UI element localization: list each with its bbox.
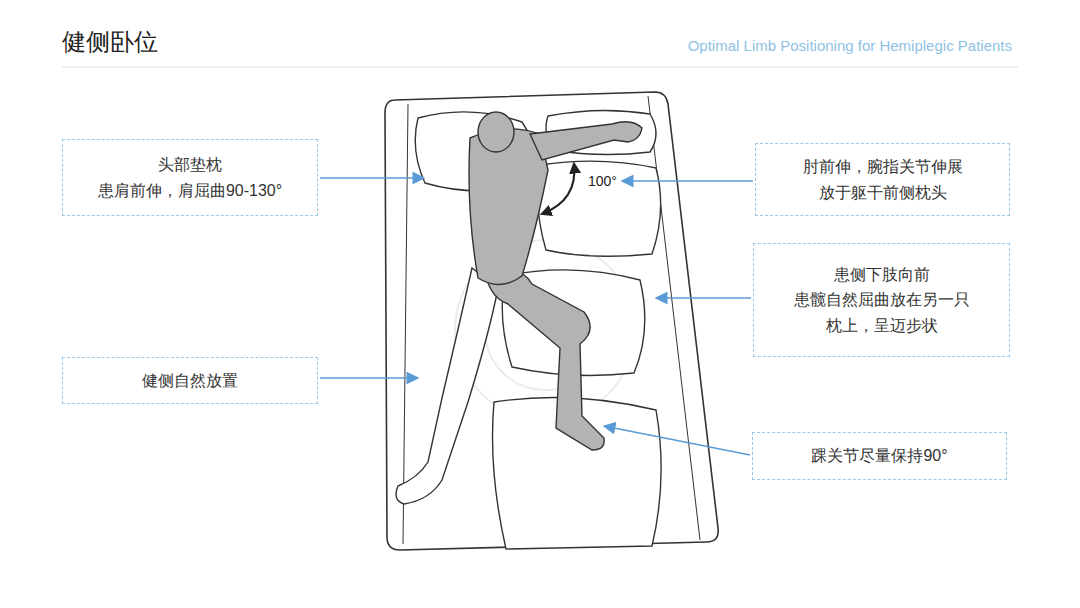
angle-arc (542, 164, 574, 214)
callout-box: 踝关节尽量保持90° (752, 432, 1007, 480)
leader-arrow (320, 377, 418, 379)
torso (469, 129, 548, 285)
leader-arrow (656, 297, 751, 299)
affected-arm (530, 122, 642, 160)
callout-text: 肘前伸，腕指关节伸展 放于躯干前侧枕头 (803, 154, 963, 205)
leader-arrow (604, 426, 750, 455)
callout-box: 患侧下肢向前 患髋自然屈曲放在另一只 枕上，呈迈步状 (753, 243, 1010, 357)
mattress-edge (403, 104, 408, 544)
callout-text: 头部垫枕 患肩前伸，肩屈曲90-130° (98, 152, 282, 203)
page-title: 健侧卧位 (62, 26, 158, 58)
callout-box: 头部垫枕 患肩前伸，肩屈曲90-130° (62, 139, 318, 216)
affected-leg (484, 262, 604, 450)
sound-leg (396, 268, 498, 504)
callout-text: 踝关节尽量保持90° (811, 443, 947, 469)
callout-box: 健侧自然放置 (62, 357, 318, 404)
callout-text: 健侧自然放置 (142, 368, 238, 394)
callout-box: 肘前伸，腕指关节伸展 放于躯干前侧枕头 (755, 143, 1010, 216)
front-pillow (538, 161, 661, 256)
title-rule (62, 67, 1018, 68)
leader-arrow (622, 180, 753, 182)
head (478, 112, 514, 152)
callout-text: 患侧下肢向前 患髋自然屈曲放在另一只 枕上，呈迈步状 (794, 262, 970, 339)
leader-arrow (320, 177, 424, 179)
subtitle: Optimal Limb Positioning for Hemiplegic … (686, 37, 1014, 54)
bed-outline (385, 92, 718, 550)
angle-value: 100° (586, 173, 619, 189)
